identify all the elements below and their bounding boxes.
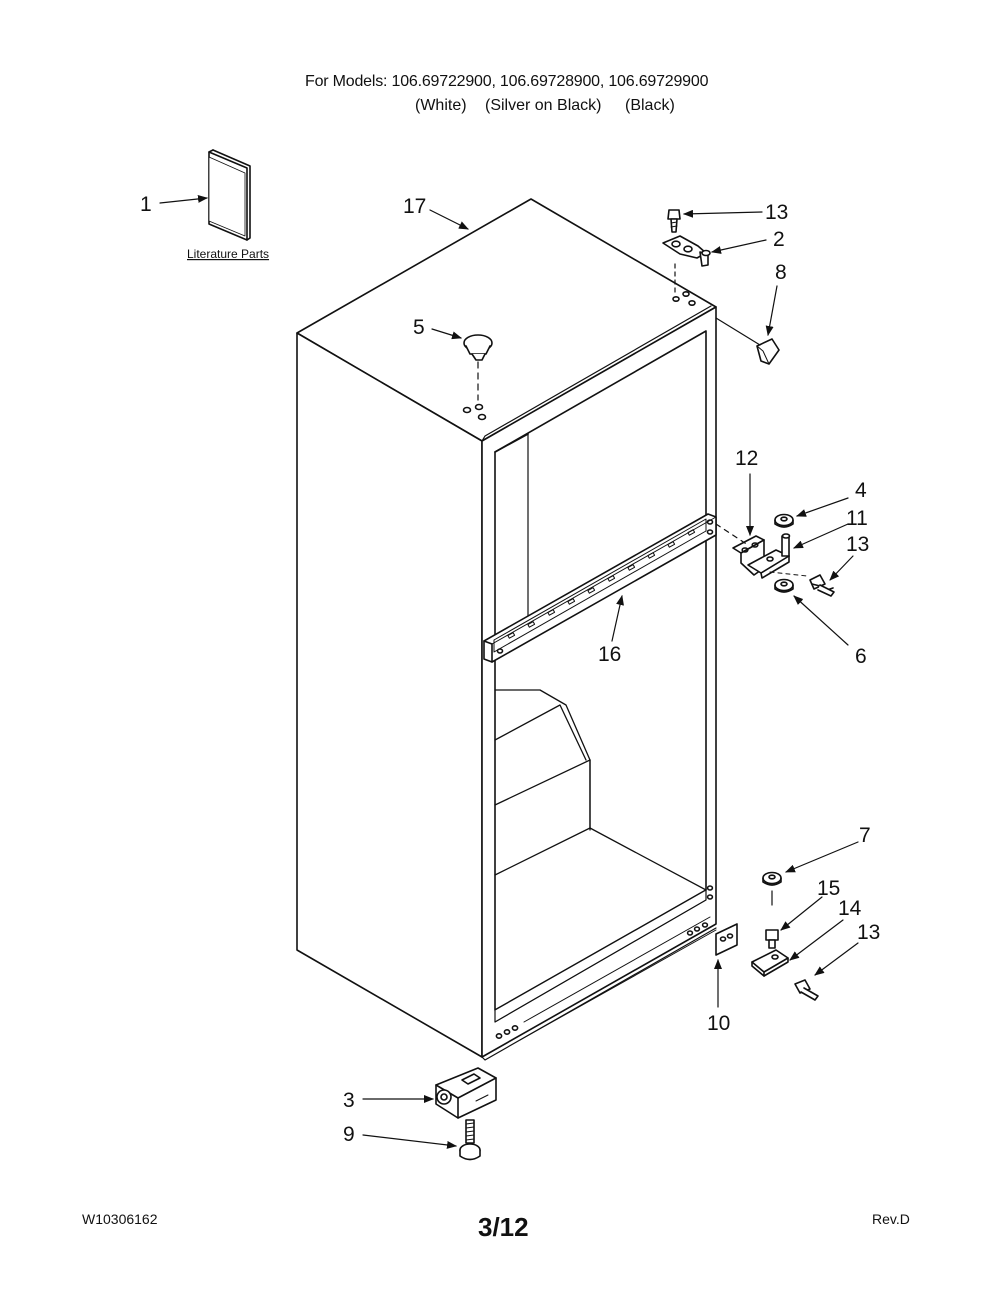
bottom-shim (715, 923, 738, 956)
callout-13-top: 13 (765, 201, 788, 224)
callout-13-center: 13 (846, 533, 869, 556)
callout-10: 10 (707, 1012, 730, 1035)
plug-button (463, 334, 493, 361)
top-hinge (662, 235, 711, 267)
center-hinge-plate (732, 535, 790, 579)
callout-1: 1 (140, 193, 152, 216)
models-header: For Models: 106.69722900, 106.69728900, … (305, 73, 709, 90)
page-number: 3/12 (478, 1212, 529, 1242)
callout-14: 14 (838, 897, 862, 920)
hinge-cover (715, 317, 780, 365)
revision-label: Rev.D (872, 1211, 910, 1227)
literature-booklet (208, 149, 251, 241)
top-hinge-screw (667, 209, 681, 233)
bottom-hinge-pin (765, 929, 779, 949)
document-id: W10306162 (82, 1211, 158, 1227)
bottom-washer (762, 871, 782, 886)
leader-lines (159, 194, 859, 1149)
literature-parts-label: Literature Parts (187, 247, 269, 261)
callout-12: 12 (735, 447, 758, 470)
callout-5: 5 (413, 316, 425, 339)
divider-rail (483, 513, 717, 663)
callout-6: 6 (855, 645, 867, 668)
callout-4: 4 (855, 479, 867, 502)
callout-9: 9 (343, 1123, 355, 1146)
center-washer-top (774, 513, 794, 528)
center-washer-bottom (774, 578, 794, 593)
callout-8: 8 (775, 261, 787, 284)
callout-labels: 1 17 13 2 8 5 12 4 11 13 6 16 7 15 14 13… (140, 193, 880, 1146)
leveling-roller (435, 1067, 497, 1119)
variant-silver: (Silver on Black) (485, 97, 602, 114)
callout-13-bottom: 13 (857, 921, 880, 944)
callout-11: 11 (846, 507, 868, 530)
variant-header: (White) (Silver on Black) (Black) (415, 97, 675, 115)
variant-black: (Black) (625, 97, 675, 114)
leveling-leg (459, 1119, 481, 1161)
variant-white: (White) (415, 97, 467, 114)
bottom-hinge-screw (794, 979, 819, 1001)
callout-7: 7 (859, 824, 871, 847)
bottom-hinge-bracket (751, 949, 789, 977)
callout-3: 3 (343, 1089, 355, 1112)
center-hinge-pin (781, 533, 791, 557)
callout-15: 15 (817, 877, 840, 900)
callout-16: 16 (598, 643, 621, 666)
callout-17: 17 (403, 195, 426, 218)
center-hinge-screw (809, 574, 835, 597)
refrigerator-cabinet (296, 198, 717, 1061)
callout-2: 2 (773, 228, 785, 251)
